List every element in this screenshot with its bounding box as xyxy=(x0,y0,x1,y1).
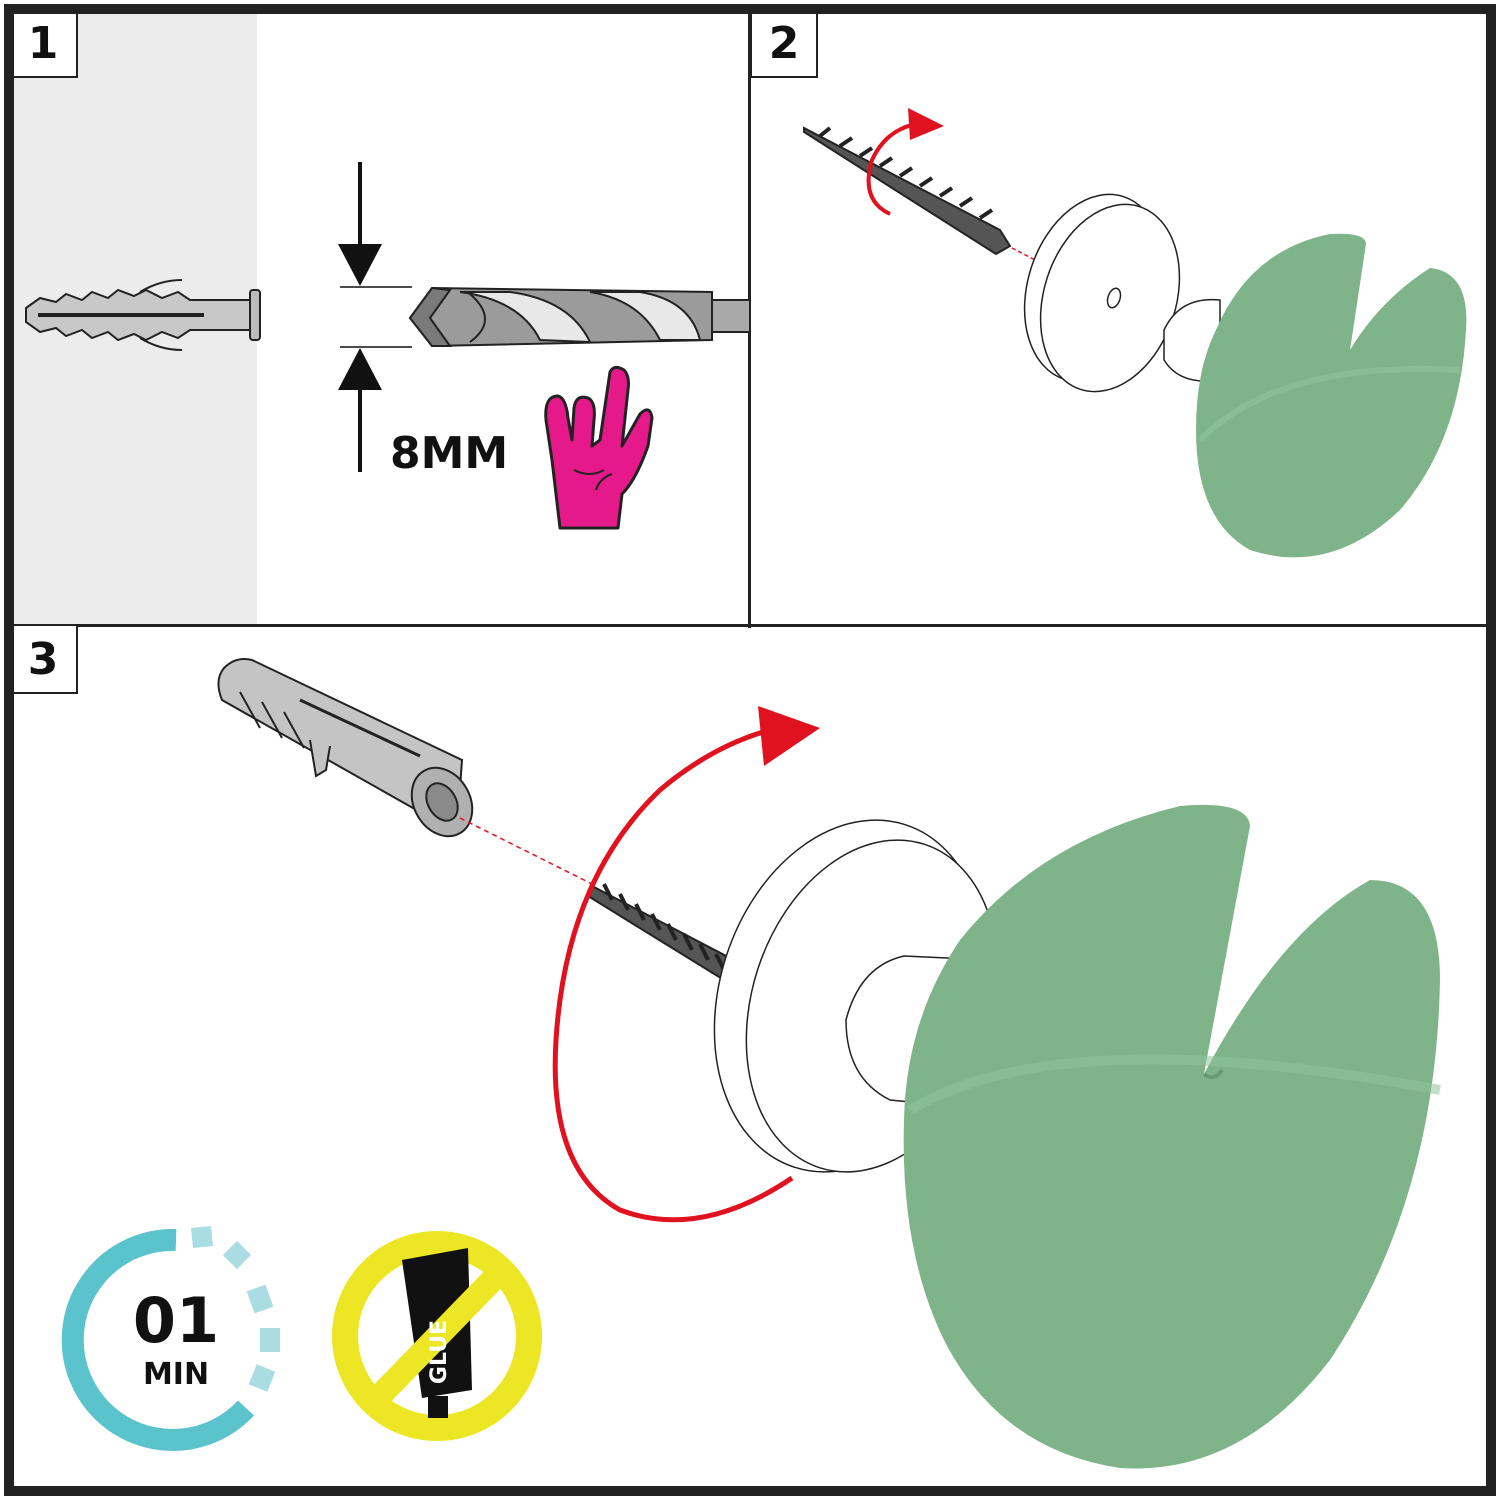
lily-pad-hook-icon xyxy=(1196,233,1467,558)
step-1-panel: 1 xyxy=(8,8,750,626)
no-glue-icon xyxy=(332,1231,542,1441)
step-number-badge: 1 xyxy=(10,10,78,78)
step-2-panel: 2 xyxy=(750,8,1492,626)
rotation-arrow-large-icon xyxy=(552,706,820,1223)
timer-unit: MIN xyxy=(143,1357,209,1392)
timer-value: 01 xyxy=(133,1284,219,1357)
lily-pad-hook-large-icon xyxy=(903,804,1441,1469)
alignment-guide-3 xyxy=(459,817,597,887)
step-3-panel: 3 xyxy=(8,626,1492,1492)
panel-divider-horizontal xyxy=(8,624,1494,627)
dimension-indicator xyxy=(338,162,412,472)
step-number-badge: 3 xyxy=(10,626,78,694)
rock-hand-icon xyxy=(544,365,654,530)
mounting-base-icon xyxy=(1023,193,1221,393)
timer-icon xyxy=(61,1226,280,1451)
screw-icon xyxy=(803,126,1012,256)
wall-plug-3d-icon xyxy=(217,658,474,838)
rotation-arrow-icon xyxy=(866,108,944,216)
wall-plug-side-icon xyxy=(25,279,261,351)
drill-size-label: 8MM xyxy=(390,428,508,479)
step-number-badge: 2 xyxy=(750,10,818,78)
glue-label: GLUE xyxy=(427,1320,452,1384)
drill-bit-icon xyxy=(408,286,751,348)
